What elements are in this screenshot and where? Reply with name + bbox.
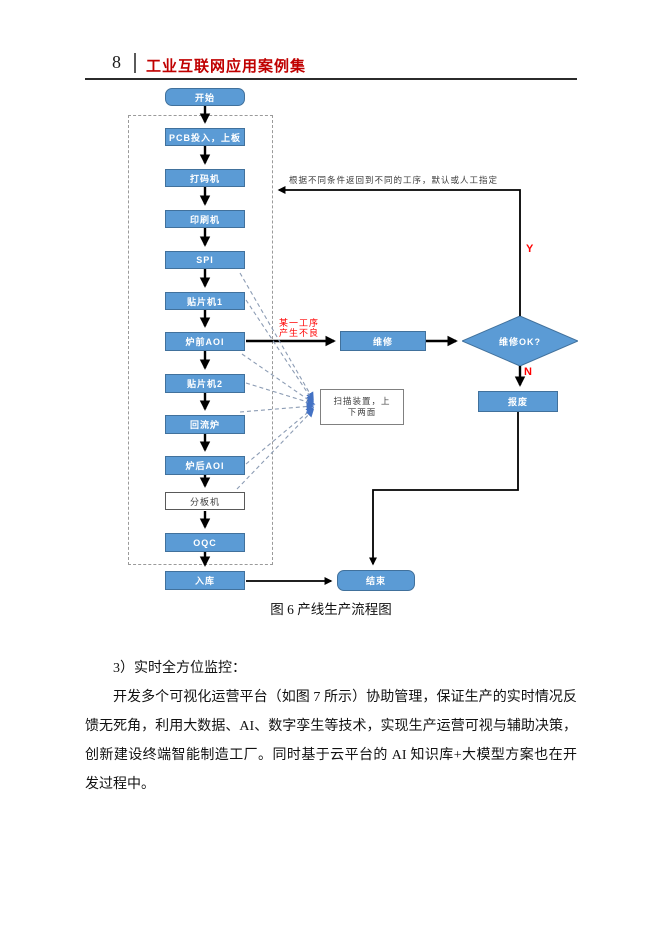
header-title: 工业互联网应用案例集: [146, 58, 307, 75]
body-text: 3）实时全方位监控： 开发多个可视化运营平台（如图 7 所示）协助管理，保证生产…: [85, 654, 577, 799]
paragraph-line: 发过程中。: [85, 777, 155, 792]
paragraph-line: 创新建设终端智能制造工厂。同时基于云平台的 AI 知识库+大模型方案也在开: [85, 748, 577, 763]
flow-node-reflow-oven: 回流炉: [165, 415, 245, 434]
defect-note: 某一工序 产生不良: [279, 318, 319, 338]
flow-node-post-oven-aoi: 炉后AOI: [165, 456, 245, 475]
scan-device-note: 扫描装置，上 下两面: [320, 389, 404, 425]
paragraph-line: 馈无死角，利用大数据、AI、数字孪生等技术，实现生产运营可视与辅助决策，: [85, 719, 577, 734]
flow-node-mounter-1: 贴片机1: [165, 292, 245, 310]
flow-node-depaneling-machine: 分板机: [165, 492, 245, 510]
flow-decision-repair-ok: 维修OK?: [460, 315, 580, 367]
flow-node-pcb-load: PCB投入，上板: [165, 128, 245, 146]
flow-node-marking-machine: 打码机: [165, 169, 245, 187]
branch-label-yes: Y: [526, 243, 534, 255]
flow-node-mounter-2: 贴片机2: [165, 374, 245, 393]
scan-note-line1: 扫描装置，上: [333, 396, 391, 406]
decision-label: 维修OK?: [499, 336, 541, 347]
flow-node-scrap: 报废: [478, 391, 558, 412]
flow-node-end: 结束: [337, 570, 415, 591]
return-condition-note: 根据不同条件返回到不同的工序，默认或人工指定: [289, 175, 499, 185]
scan-note-line2: 下两面: [347, 407, 377, 417]
flow-node-warehouse: 入库: [165, 571, 245, 590]
section-heading: 3）实时全方位监控：: [113, 661, 246, 676]
paragraph-line: 开发多个可视化运营平台（如图 7 所示）协助管理，保证生产的实时情况反: [113, 690, 577, 705]
flow-node-repair: 维修: [340, 331, 426, 351]
flow-node-spi: SPI: [165, 251, 245, 269]
flow-node-pre-oven-aoi: 炉前AOI: [165, 332, 245, 351]
flow-node-oqc: OQC: [165, 533, 245, 552]
flow-node-printing-machine: 印刷机: [165, 210, 245, 228]
defect-note-line2: 产生不良: [279, 328, 320, 338]
flow-node-start: 开始: [165, 88, 245, 106]
header-rule: [85, 78, 577, 80]
defect-note-line1: 某一工序: [279, 318, 320, 328]
page-number: 8: [112, 52, 121, 72]
figure-caption: 图 6 产线生产流程图: [270, 602, 392, 617]
header-divider: [134, 53, 136, 73]
branch-label-no: N: [524, 366, 532, 378]
